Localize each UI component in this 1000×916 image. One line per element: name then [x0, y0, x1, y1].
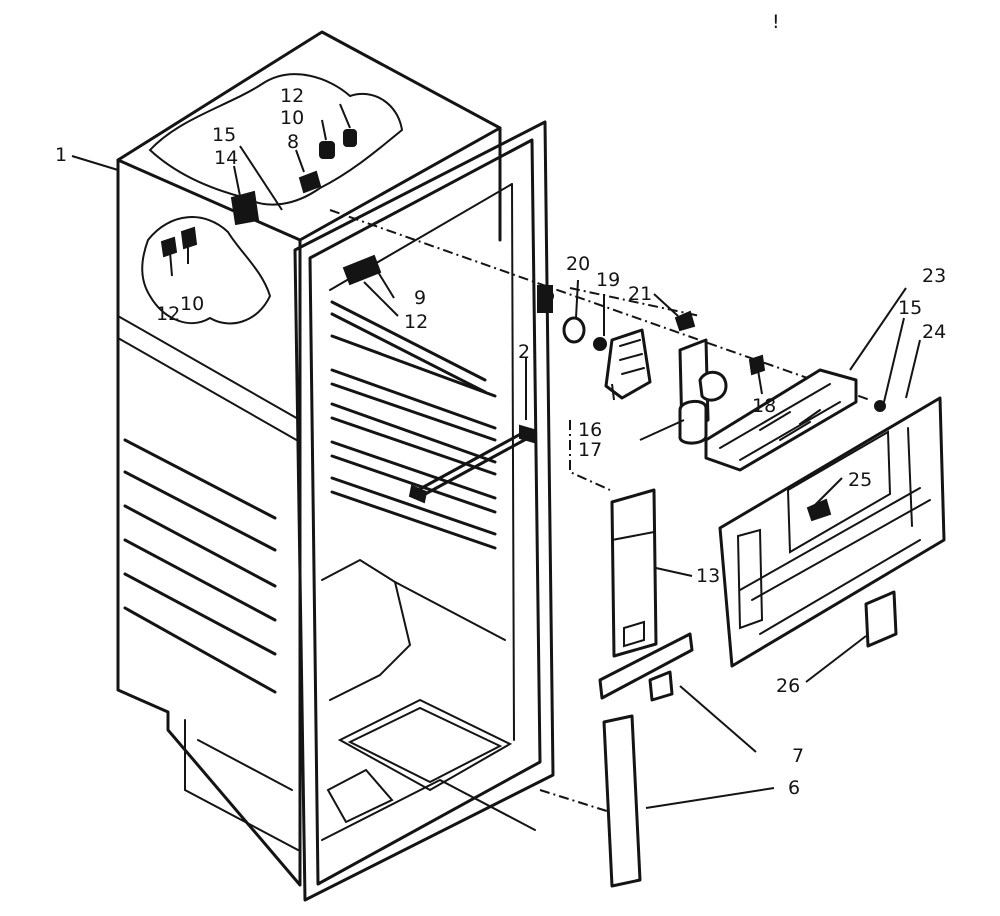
label-10-side: 10: [180, 293, 204, 315]
shelves: [330, 300, 497, 550]
part-6-strip: [602, 714, 642, 888]
part-26-plate: [864, 590, 898, 648]
label-17: 17: [578, 439, 602, 461]
top-cutaway-rear: [148, 73, 404, 206]
label-12-side: 12: [156, 303, 180, 325]
label-26: 26: [776, 675, 800, 697]
part-labels: 1 2 6 7 8 9 10 10 12 12 12 13 14 15 15 1…: [55, 11, 946, 799]
label-7: 7: [792, 745, 804, 767]
label-15-right: 15: [898, 297, 922, 319]
label-1: 1: [55, 144, 67, 166]
leader-lines: [71, 103, 921, 809]
label-14: 14: [214, 147, 238, 169]
label-2: 2: [518, 341, 530, 363]
assembly-lines: [329, 209, 871, 813]
crisper-area: [321, 558, 536, 841]
label-21: 21: [628, 283, 652, 305]
label-9: 9: [414, 287, 426, 309]
part-2-tube: [408, 424, 535, 504]
label-15-top: 15: [212, 124, 236, 146]
label-23: 23: [922, 265, 946, 287]
label-18: 18: [752, 395, 776, 417]
top-cutaway-left: [141, 216, 272, 325]
label-12-inner: 12: [404, 311, 428, 333]
label-6: 6: [788, 777, 800, 799]
label-20: 20: [566, 253, 590, 275]
part-7-bracket: [598, 632, 694, 702]
part-23-housing: [704, 368, 886, 472]
label-12-top: 12: [280, 85, 304, 107]
part-24-panel: [718, 396, 946, 668]
label-16: 16: [578, 419, 602, 441]
control-assembly: [562, 310, 766, 445]
cabinet-shell: [116, 30, 502, 887]
label-25: 25: [848, 469, 872, 491]
label-8: 8: [287, 131, 299, 153]
label-19: 19: [596, 269, 620, 291]
label-10-top: 10: [280, 107, 304, 129]
part-13-panel: [610, 488, 658, 658]
label-24: 24: [922, 321, 946, 343]
small-parts-top: [160, 129, 554, 313]
mark-top: !: [772, 11, 780, 33]
label-13: 13: [696, 565, 720, 587]
